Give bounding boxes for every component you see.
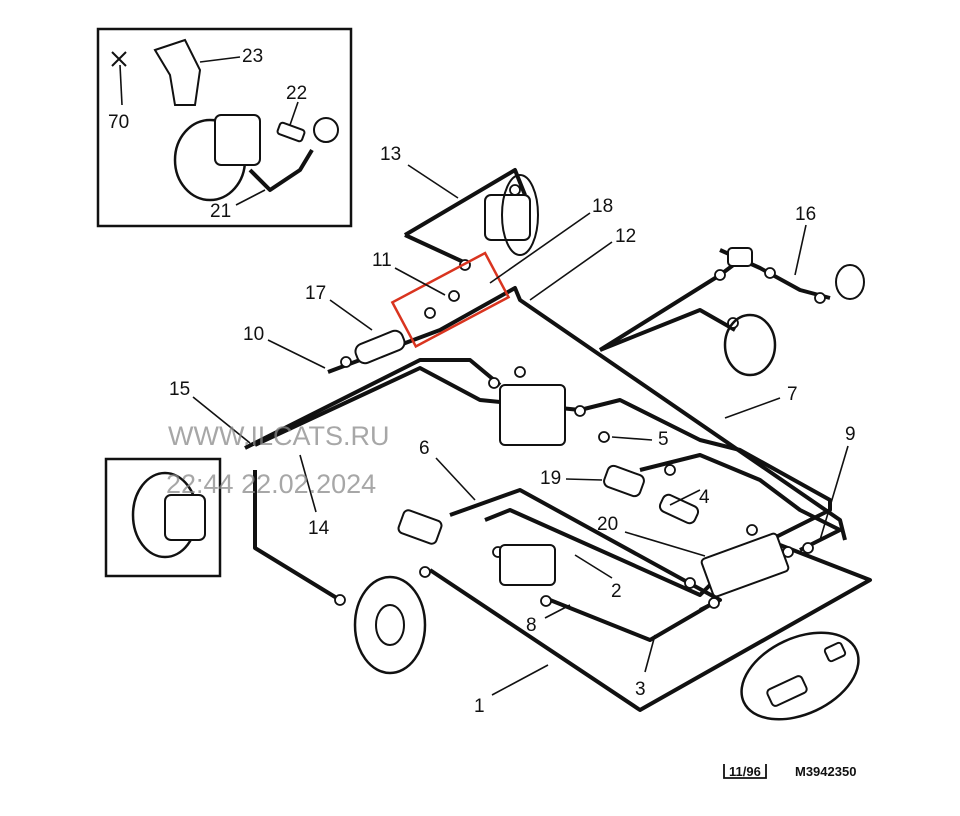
flexible-hose-17 <box>354 329 406 365</box>
date-code-bracket <box>723 764 767 779</box>
callout-16: 16 <box>795 204 816 225</box>
callout-3: 3 <box>635 679 646 700</box>
callout-8: 8 <box>526 615 537 636</box>
callout-18: 18 <box>592 196 613 217</box>
inset-box-caliper-detail <box>96 27 353 228</box>
compensator-valve <box>499 384 566 446</box>
callout-6: 6 <box>419 438 430 459</box>
callout-2: 2 <box>611 581 622 602</box>
inset-box-rear-disc <box>104 457 222 578</box>
watermark-site: WWW.ILCATS.RU <box>168 421 389 451</box>
highlight-box <box>390 251 511 349</box>
components <box>111 38 865 707</box>
callout-7: 7 <box>787 384 798 405</box>
footer-reference: M3942350 <box>795 764 856 779</box>
inset-ellipse-union <box>740 631 860 721</box>
callout-4: 4 <box>699 487 710 508</box>
junction-block-20 <box>700 532 790 598</box>
callout-70: 70 <box>108 112 129 133</box>
front-disc <box>353 575 427 675</box>
callout-10: 10 <box>243 324 264 345</box>
callout-22: 22 <box>286 83 307 104</box>
callout-5: 5 <box>658 429 669 450</box>
leader-lines <box>119 56 849 696</box>
callout-23: 23 <box>242 46 263 67</box>
callout-13: 13 <box>380 144 401 165</box>
footer-date-code: 11/96 <box>729 764 761 779</box>
callout-12: 12 <box>615 226 636 247</box>
callout-1: 1 <box>474 696 485 717</box>
callout-14: 14 <box>308 518 330 539</box>
callout-labels: 23 22 70 21 13 18 12 16 11 17 10 15 7 9 … <box>108 46 856 717</box>
rear-disc <box>723 313 777 377</box>
callout-20: 20 <box>597 514 618 535</box>
callout-17: 17 <box>305 283 326 304</box>
watermark-timestamp: 22:44 22.02.2024 <box>166 469 376 499</box>
callout-15: 15 <box>169 379 190 400</box>
callout-19: 19 <box>540 468 561 489</box>
callout-9: 9 <box>845 424 856 445</box>
callout-11: 11 <box>372 250 392 271</box>
callout-21: 21 <box>210 201 231 222</box>
